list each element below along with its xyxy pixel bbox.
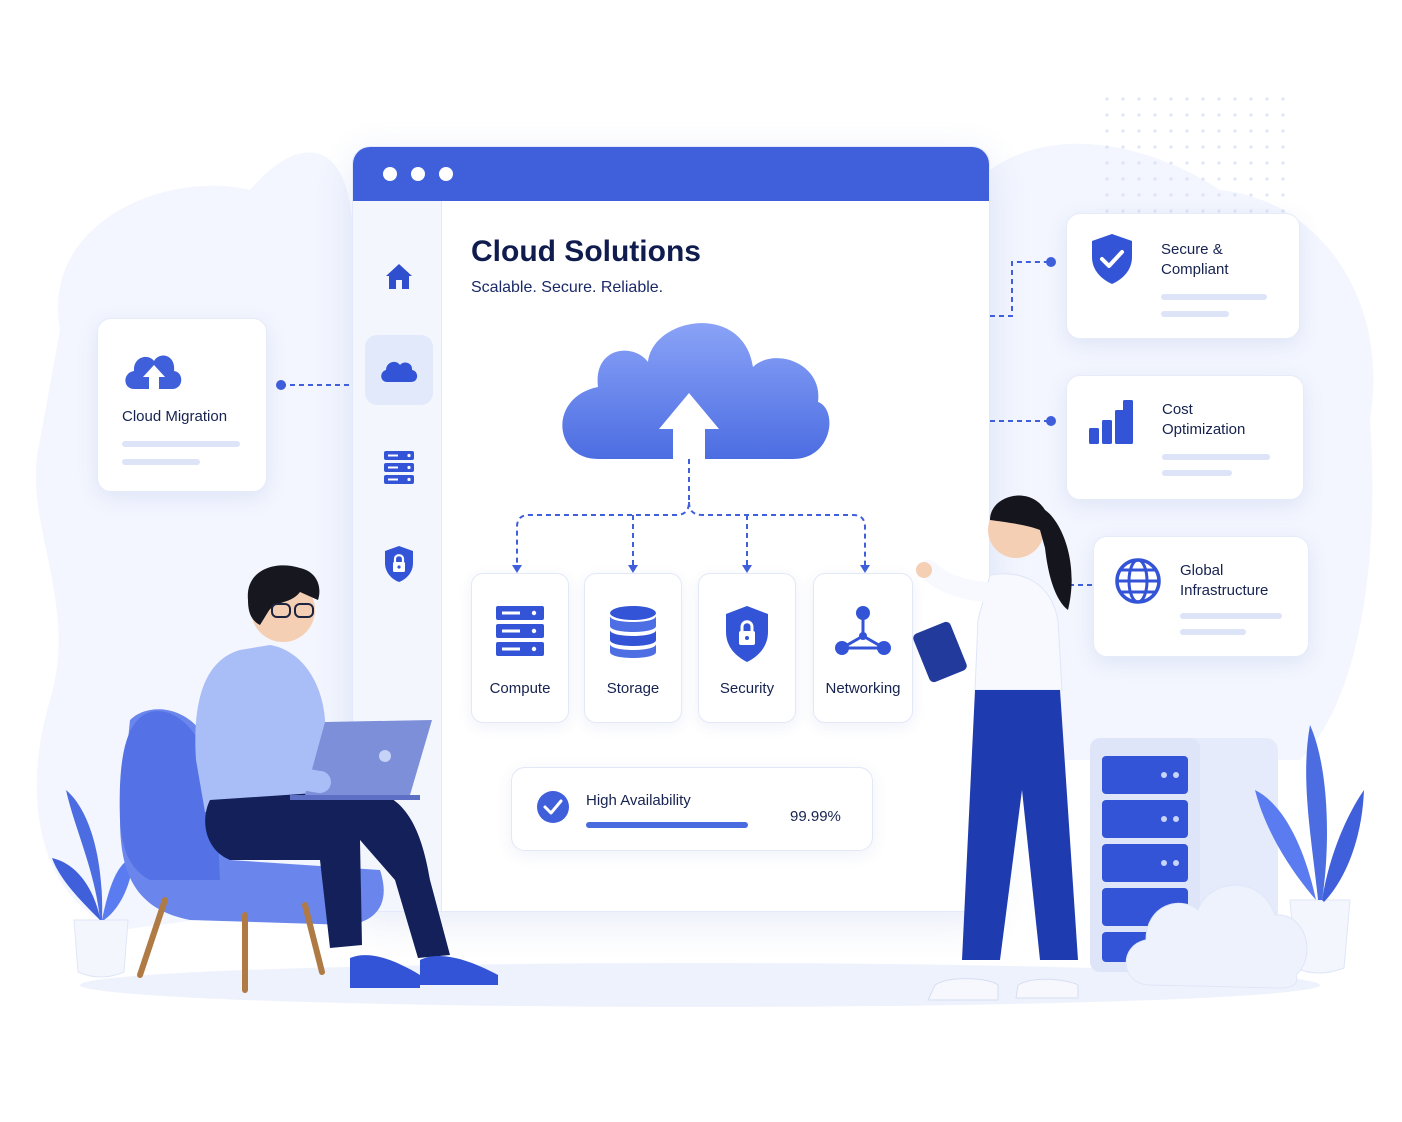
sidebar-item-home[interactable] [365, 241, 433, 311]
plant-left [52, 790, 134, 978]
card-title-line1: Secure & [1161, 241, 1223, 258]
card-global-infrastructure[interactable]: Global Infrastructure [1093, 536, 1309, 657]
availability-card: High Availability 99.99% [511, 767, 873, 851]
service-label: Networking [825, 680, 901, 697]
database-icon [610, 606, 656, 658]
armchair [119, 709, 384, 993]
sidebar-item-servers[interactable] [365, 433, 433, 503]
window-dot-3[interactable] [439, 167, 453, 181]
card-title-line2: Compliant [1161, 261, 1229, 278]
main-window: Cloud Solutions Scalable. Secure. Reliab… [352, 146, 990, 912]
window-dot-1[interactable] [383, 167, 397, 181]
cloud-upload-icon [125, 355, 182, 389]
page-subtitle: Scalable. Secure. Reliable. [471, 279, 664, 296]
card-title-line1: Cost [1162, 401, 1193, 418]
card-secure-compliant[interactable]: Secure & Compliant [1066, 213, 1300, 339]
card-title: Cloud Migration [122, 408, 228, 425]
cloud-diagram [512, 323, 870, 573]
shield-lock-icon [726, 606, 768, 662]
availability-value: 99.99% [790, 808, 841, 825]
man-with-laptop [195, 565, 498, 988]
service-label: Security [719, 680, 775, 697]
service-card-networking[interactable]: Networking [813, 573, 913, 723]
service-label: Storage [606, 680, 660, 697]
availability-progress-fill [586, 822, 748, 828]
cloud-upload-icon [562, 323, 830, 459]
card-cloud-migration[interactable]: Cloud Migration [97, 318, 267, 492]
service-card-compute[interactable]: Compute [471, 573, 569, 723]
card-title-line2: Optimization [1162, 421, 1246, 438]
check-circle-icon [537, 791, 569, 823]
card-title-line1: Global [1180, 562, 1224, 579]
card-cost-optimization[interactable]: Cost Optimization [1066, 375, 1304, 500]
home-icon [386, 264, 412, 289]
service-label: Compute [489, 680, 551, 697]
window-titlebar [353, 147, 989, 201]
cloud-icon [381, 361, 418, 382]
woman-with-tablet [913, 495, 1079, 1001]
globe-icon [1115, 558, 1161, 604]
sidebar-item-security[interactable] [365, 529, 433, 599]
bar-chart-icon [1089, 400, 1133, 444]
page-title: Cloud Solutions [471, 235, 701, 268]
network-nodes-icon [835, 606, 891, 655]
shield-check-icon [1092, 234, 1132, 284]
availability-label: High Availability [586, 792, 691, 809]
server-icon [384, 451, 414, 484]
service-card-security[interactable]: Security [698, 573, 796, 723]
window-dot-2[interactable] [411, 167, 425, 181]
foreground-cloud [1125, 884, 1308, 989]
server-stack-icon [496, 606, 544, 656]
sidebar-item-cloud[interactable] [365, 335, 433, 405]
shield-lock-icon [385, 546, 413, 582]
card-title-line2: Infrastructure [1180, 582, 1269, 599]
availability-progress [586, 822, 748, 828]
service-card-storage[interactable]: Storage [584, 573, 682, 723]
